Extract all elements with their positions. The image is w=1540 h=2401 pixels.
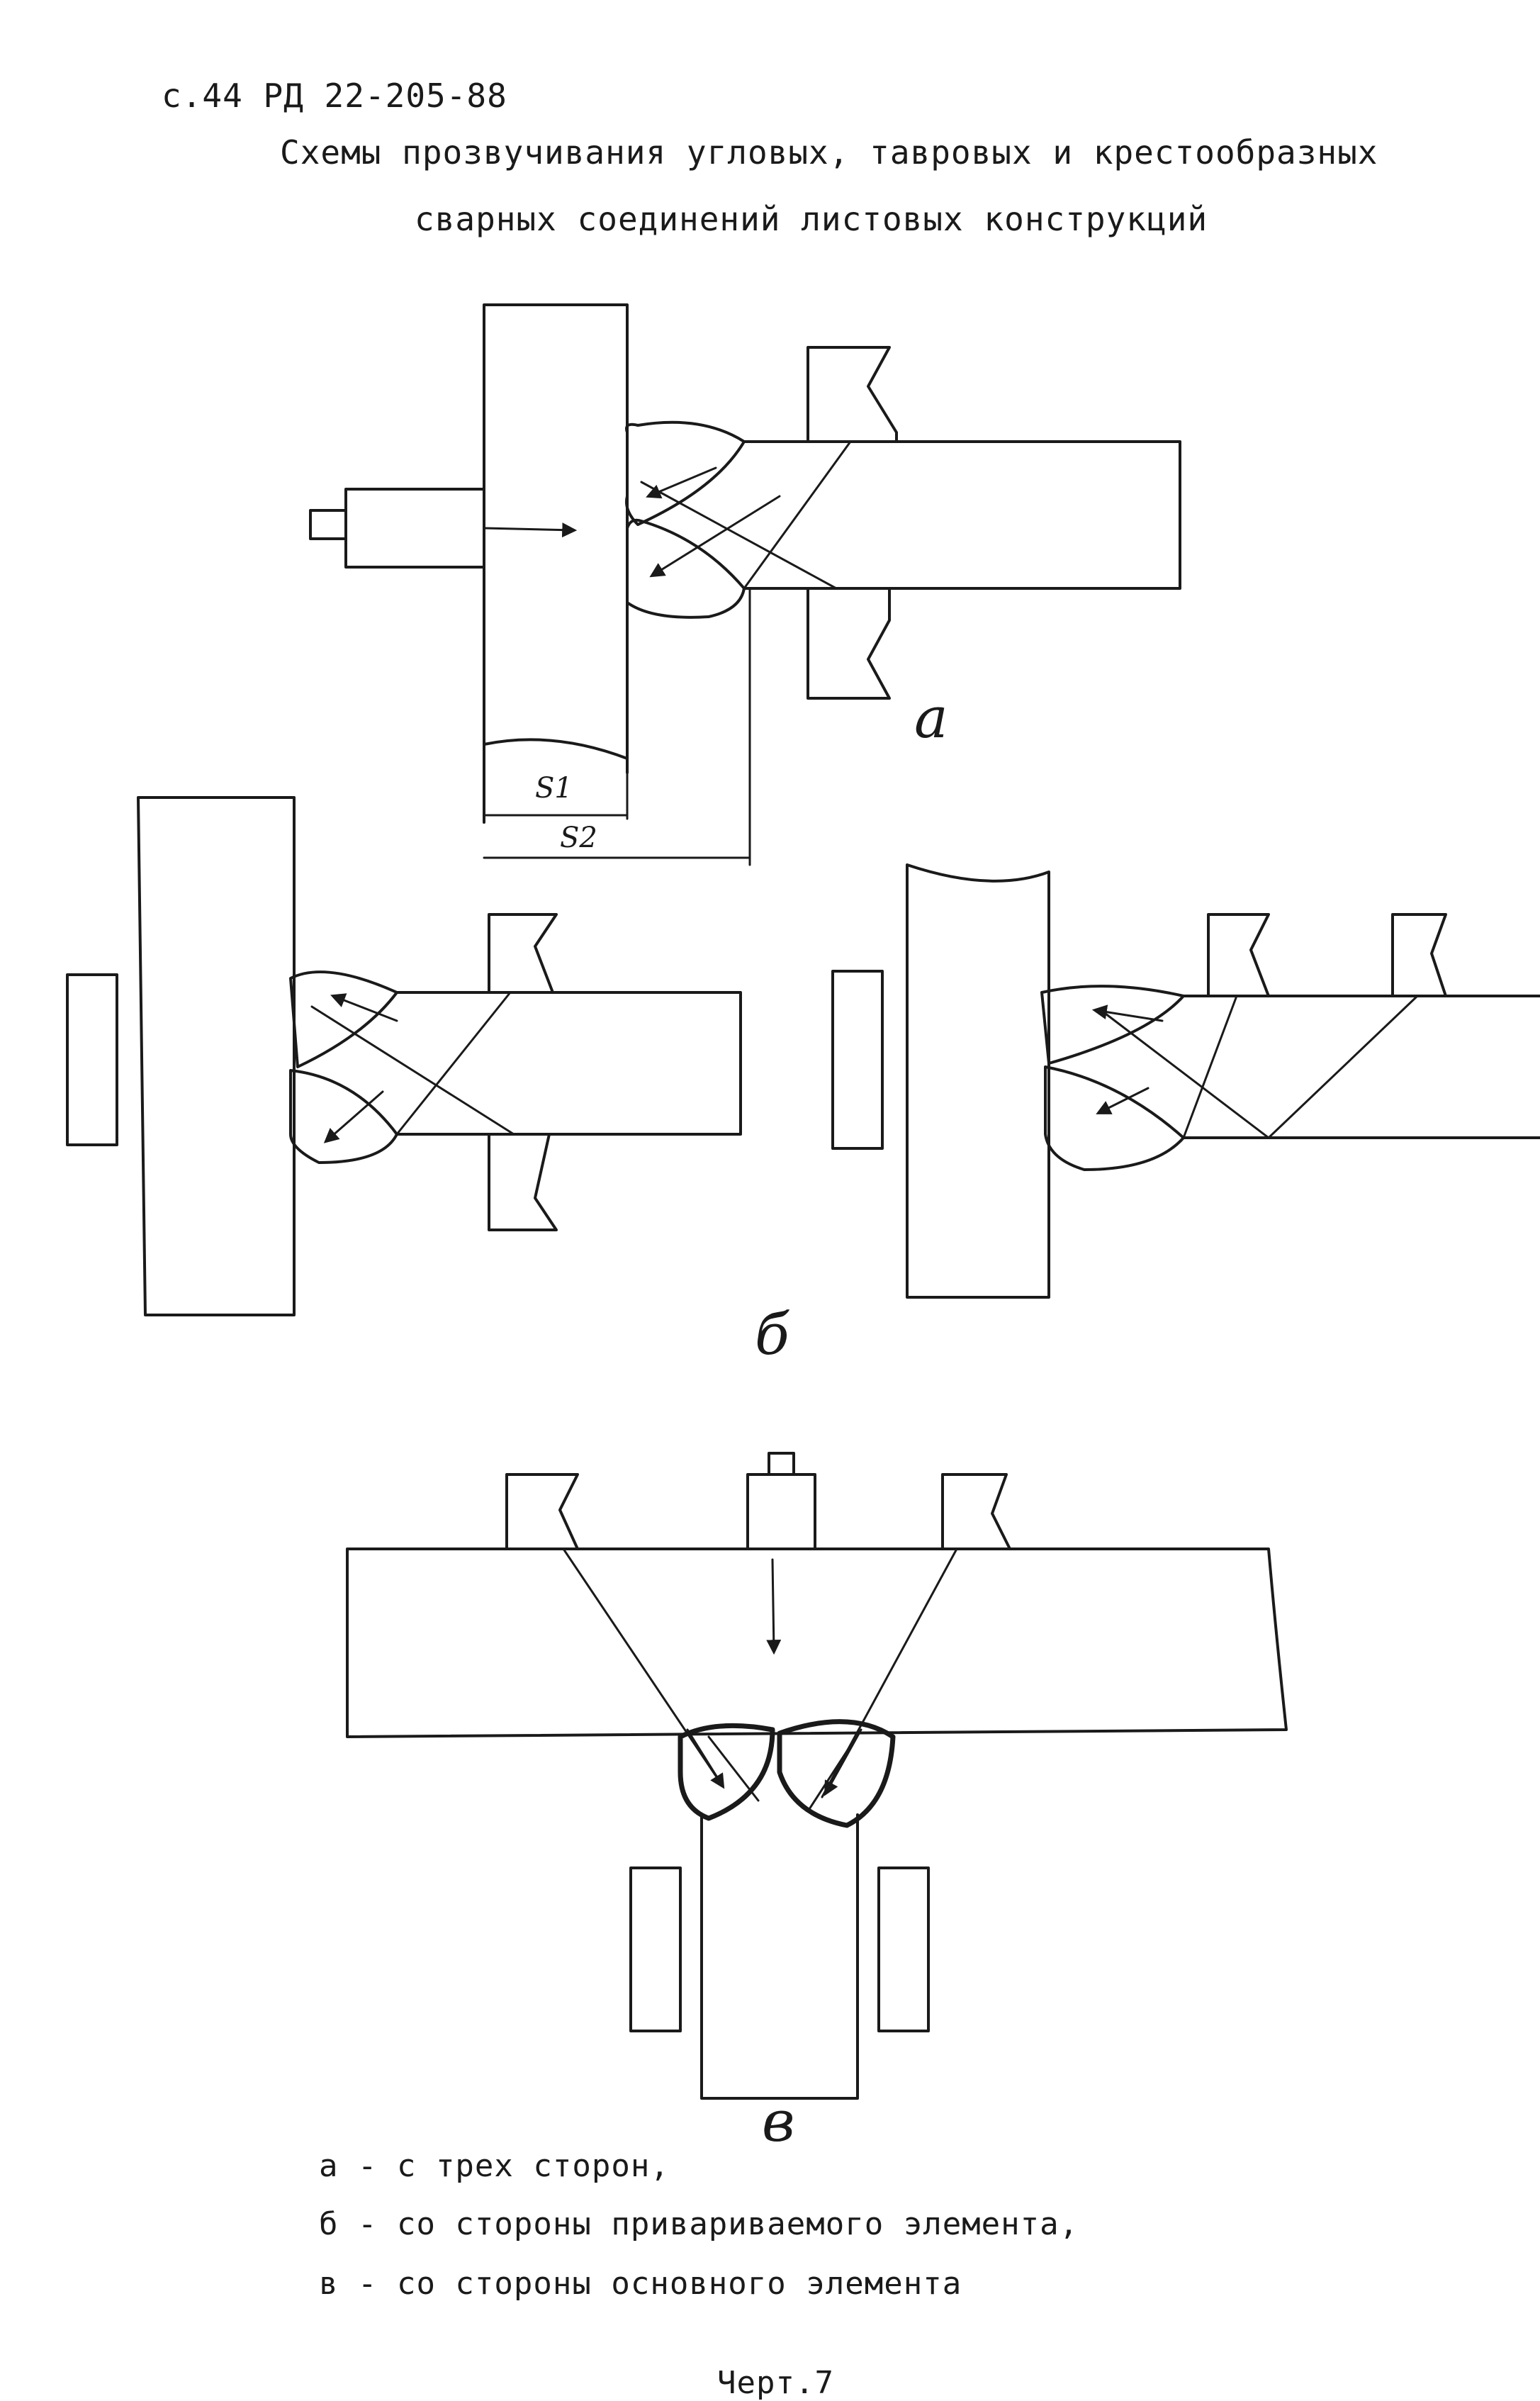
fig-b2-weld-upper xyxy=(1040,985,1185,1065)
fig-b1-weld-lower xyxy=(289,1069,398,1164)
fig-a-label-s1: S1 xyxy=(535,772,573,805)
fig-a-top-probe xyxy=(806,346,898,443)
fig-a-beam-arrow-2 xyxy=(646,466,717,499)
fig-a-label: а xyxy=(914,685,948,751)
fig-b1-bottom-probe xyxy=(488,1133,558,1231)
fig-a-bottom-probe xyxy=(806,587,891,700)
fig-v-cross-right xyxy=(806,1739,855,1813)
fig-a-left-beam xyxy=(483,522,578,538)
fig-b1-hatched-shoe xyxy=(66,973,118,1146)
fig-v-base-plate xyxy=(346,1548,1288,1738)
fig-b2-beam-arrow-2 xyxy=(1096,1087,1150,1114)
figure-title-line-1: Схемы прозвучивания угловых, тавровых и … xyxy=(280,133,1378,172)
fig-v-normal-probe xyxy=(746,1452,816,1550)
fig-b2-probe-2 xyxy=(1391,913,1447,997)
caption-a: а - с трех сторон, xyxy=(319,2148,670,2184)
fig-b1-base-plate xyxy=(137,796,296,1316)
fig-b1-beam-arrow-1 xyxy=(330,993,398,1022)
fig-b2-beam-path-2 xyxy=(1104,995,1419,1139)
fig-a-dim-s1 xyxy=(483,771,629,820)
fig-a-beam-path-2 xyxy=(640,481,838,590)
figure-v: в xyxy=(346,1452,1288,2154)
fig-b2-beam-arrow-1 xyxy=(1091,1004,1164,1022)
figure-b-right: б xyxy=(755,863,1540,1367)
fig-v-beam-path-left xyxy=(562,1548,724,1788)
fig-v-beam-arrow-left xyxy=(686,1728,725,1789)
document-header: с.44 РД 22-205-88 xyxy=(162,77,507,115)
fig-a-beam-path-1 xyxy=(743,440,852,590)
fig-v-label: в xyxy=(762,2088,795,2154)
fig-v-hatched-shoe-left xyxy=(629,1866,682,2032)
fig-b1-attached-plate xyxy=(395,991,742,1136)
fig-b1-top-probe xyxy=(488,913,558,994)
fig-a-weld-upper xyxy=(625,420,746,526)
fig-a-attached-plate xyxy=(743,440,1181,590)
fig-a-beam-arrow-1 xyxy=(649,495,781,578)
fig-b-label: б xyxy=(755,1302,790,1367)
fig-v-normal-beam xyxy=(766,1558,782,1655)
caption-b: б - со стороны привариваемого элемента, xyxy=(319,2206,1079,2242)
fig-v-hatched-shoe-right xyxy=(877,1866,930,2032)
fig-b1-beam-arrow-2 xyxy=(323,1090,384,1143)
caption-v: в - со стороны основного элемента xyxy=(319,2266,962,2302)
fig-b1-beam-path-1 xyxy=(395,991,512,1136)
fig-v-left-probe xyxy=(505,1473,579,1550)
fig-b2-attached-plate xyxy=(1182,995,1540,1139)
fig-a-weld-lower xyxy=(626,518,746,619)
figure-a: S1 S2 а xyxy=(309,303,1181,866)
fig-v-attached-plate xyxy=(700,1813,859,2100)
fig-v-cross-left xyxy=(707,1735,760,1802)
fig-b1-beam-path-2 xyxy=(310,1005,515,1136)
fig-a-dim-s2 xyxy=(483,587,751,866)
fig-b2-base-plate xyxy=(906,863,1050,1299)
fig-v-beam-arrow-right xyxy=(824,1728,862,1796)
fig-a-left-transducer xyxy=(309,488,485,569)
fig-v-weld-left xyxy=(678,1723,775,1821)
fig-b1-weld-upper xyxy=(289,970,398,1068)
fig-a-label-s2: S2 xyxy=(560,822,597,854)
figure-b-left xyxy=(66,796,742,1316)
fig-v-right-probe xyxy=(941,1473,1011,1550)
figure-number: Черт.7 xyxy=(717,2365,834,2401)
fig-v-weld-right xyxy=(777,1719,896,1828)
figure-title-line-2: сварных соединений листовых конструкций xyxy=(415,200,1208,238)
fig-b2-hatched-shoe xyxy=(831,970,884,1150)
fig-b2-probe-1 xyxy=(1207,913,1270,997)
fig-b2-beam-path-1 xyxy=(1182,995,1238,1139)
fig-a-base-plate xyxy=(483,303,629,824)
fig-b2-weld-lower xyxy=(1044,1065,1185,1171)
